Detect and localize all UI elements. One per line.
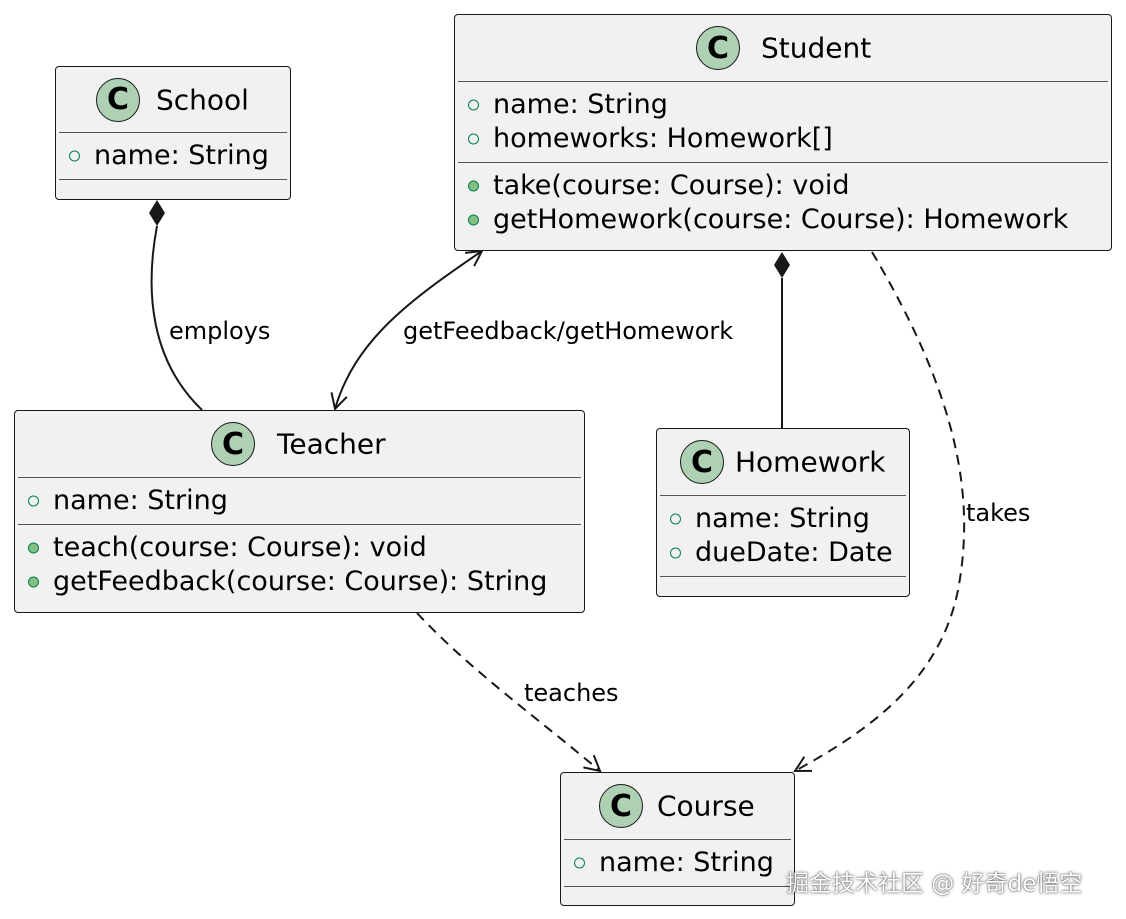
class-homework[interactable]: C Homework name: String dueDate: Date [656, 428, 910, 597]
edge-teacher-course [416, 612, 602, 773]
watermark: 掘金技术社区 @ 好奇de悟空 [786, 871, 1083, 897]
class-icon: C [599, 784, 643, 828]
methods-section: teach(course: Course): void getFeedback(… [15, 525, 584, 605]
public-field-icon [28, 495, 39, 507]
method-row: getHomework(course: Course): Homework [455, 203, 1111, 237]
edge-label-teaches: teaches [524, 679, 619, 707]
diamond-student-homework [774, 252, 790, 278]
class-icon: C [211, 422, 255, 466]
attribute-row: name: String [561, 846, 794, 880]
class-name: Course [657, 789, 755, 823]
public-field-icon [670, 513, 681, 525]
class-school[interactable]: C School name: String [55, 66, 291, 200]
attribute-row: name: String [15, 484, 584, 518]
public-method-icon [468, 214, 479, 226]
class-name: Teacher [277, 427, 386, 461]
class-name: Homework [735, 445, 886, 479]
attributes-section: name: String homeworks: Homework[] [455, 82, 1111, 162]
public-field-icon [69, 150, 80, 162]
edge-school-teacher [150, 225, 203, 411]
class-teacher-header: C Teacher [15, 411, 584, 477]
class-icon: C [680, 440, 724, 484]
public-method-icon [28, 542, 39, 554]
class-homework-header: C Homework [657, 429, 909, 495]
class-icon: C [96, 77, 140, 122]
attribute-row: dueDate: Date [657, 536, 909, 570]
attribute-row: name: String [657, 502, 909, 536]
public-method-icon [468, 180, 479, 192]
attributes-section: name: String [15, 478, 584, 524]
attribute-row: homeworks: Homework[] [455, 122, 1111, 156]
method-row: teach(course: Course): void [15, 531, 584, 565]
class-school-header: C School [56, 67, 290, 132]
public-field-icon [468, 99, 479, 111]
attributes-section: name: String [56, 133, 290, 179]
methods-section: take(course: Course): void getHomework(c… [455, 163, 1111, 243]
edge-label-employs: employs [169, 317, 271, 345]
class-course[interactable]: C Course name: String [560, 772, 795, 906]
class-teacher[interactable]: C Teacher name: String teach(course: Cou… [14, 410, 585, 613]
attribute-row: name: String [56, 139, 290, 173]
edge-student-teacher [330, 249, 484, 412]
public-field-icon [670, 547, 681, 559]
class-student-header: C Student [455, 15, 1111, 81]
class-icon: C [696, 26, 740, 70]
edge-label-getfeedback-gethomework: getFeedback/getHomework [403, 317, 734, 345]
diamond-school-teacher [149, 200, 165, 226]
public-field-icon [574, 857, 585, 869]
attributes-section: name: String dueDate: Date [657, 496, 909, 576]
attribute-row: name: String [455, 88, 1111, 122]
method-row: take(course: Course): void [455, 169, 1111, 203]
method-row: getFeedback(course: Course): String [15, 565, 584, 599]
class-course-header: C Course [561, 773, 794, 839]
class-name: School [156, 83, 249, 116]
class-student[interactable]: C Student name: String homeworks: Homewo… [454, 14, 1112, 251]
public-field-icon [468, 133, 479, 145]
attributes-section: name: String [561, 840, 794, 886]
class-name: Student [761, 31, 872, 65]
edge-student-course [793, 251, 966, 773]
public-method-icon [28, 576, 39, 588]
edge-label-takes: takes [966, 499, 1031, 527]
